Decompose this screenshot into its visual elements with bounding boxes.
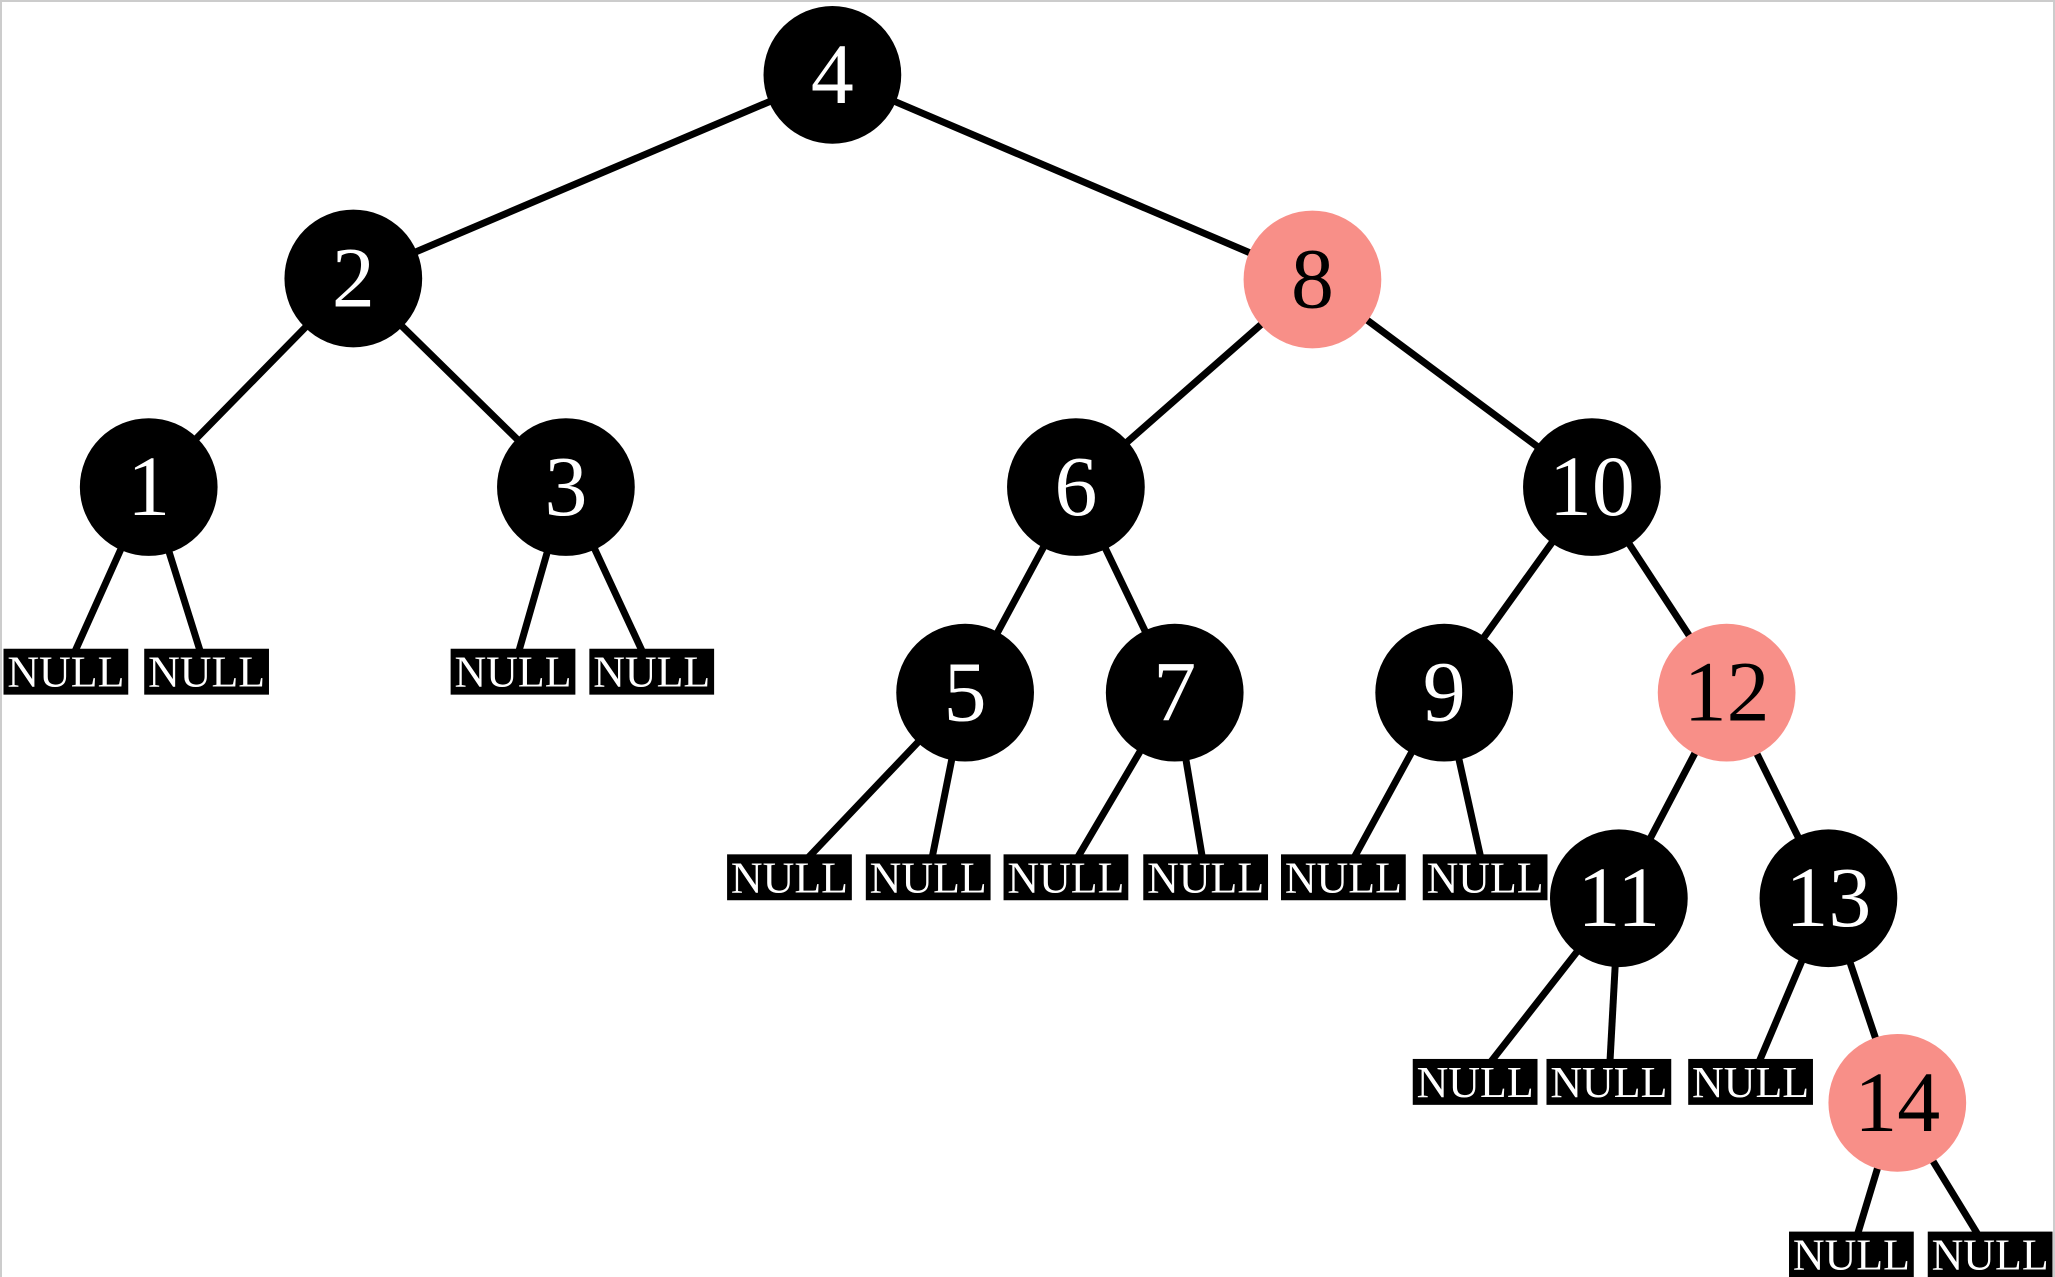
null-box xyxy=(1422,854,1548,901)
node-circle-red xyxy=(1657,623,1796,762)
node-label: 7 xyxy=(1153,645,1196,740)
node-circle-black xyxy=(1375,623,1514,762)
tree-node-4: 4 xyxy=(763,5,902,144)
node-circle-black xyxy=(284,209,423,348)
node-circle-black xyxy=(79,418,218,556)
node-label: 12 xyxy=(1684,645,1770,740)
null-box xyxy=(1789,1231,1914,1277)
node-label: 1 xyxy=(127,439,170,534)
node-label: 14 xyxy=(1854,1055,1940,1150)
node-circle-black xyxy=(896,623,1034,762)
null-box xyxy=(1003,854,1129,901)
tree-node-8: 8 xyxy=(1243,210,1382,349)
node-label: 13 xyxy=(1786,850,1872,945)
null-leaf-N7: NULL xyxy=(1003,854,1129,902)
tree-node-3: 3 xyxy=(497,418,635,556)
null-box xyxy=(1281,854,1406,901)
null-box xyxy=(1412,1058,1538,1105)
node-circle-black xyxy=(1105,623,1244,762)
null-leaf-N13: NULL xyxy=(1688,1059,1813,1107)
tree-node-13: 13 xyxy=(1759,829,1898,968)
null-label: NULL xyxy=(1692,1059,1809,1107)
node-circle-black xyxy=(1523,418,1661,556)
tree-node-10: 10 xyxy=(1523,418,1661,556)
null-label: NULL xyxy=(731,854,848,902)
tree-node-6: 6 xyxy=(1007,418,1145,556)
null-box xyxy=(450,648,576,695)
node-label: 2 xyxy=(332,230,375,325)
null-box xyxy=(144,648,269,695)
null-label: NULL xyxy=(148,649,265,697)
node-label: 4 xyxy=(811,27,854,122)
node-label: 3 xyxy=(544,439,587,534)
node-label: 11 xyxy=(1578,850,1661,945)
null-label: NULL xyxy=(1793,1232,1910,1277)
null-label: NULL xyxy=(1285,854,1402,902)
null-leaf-N4: NULL xyxy=(589,648,715,697)
edge-4-2 xyxy=(351,71,834,282)
tree-node-2: 2 xyxy=(284,209,423,348)
node-circle-red xyxy=(1243,210,1382,349)
null-leaf-N11: NULL xyxy=(1412,1058,1538,1107)
null-leaf-N10: NULL xyxy=(1422,854,1548,902)
null-leaf-N14: NULL xyxy=(1789,1232,1914,1277)
null-box xyxy=(865,854,991,901)
node-label: 6 xyxy=(1054,439,1097,534)
null-label: NULL xyxy=(7,649,124,697)
tree-node-1: 1 xyxy=(79,418,218,556)
null-leaf-N9: NULL xyxy=(1281,854,1406,902)
tree-node-9: 9 xyxy=(1375,623,1514,762)
tree-node-11: 11 xyxy=(1549,829,1688,968)
tree-node-12: 12 xyxy=(1657,623,1796,762)
null-leaf-N8: NULL xyxy=(1143,854,1269,902)
null-label: NULL xyxy=(593,649,710,697)
null-leaf-N3: NULL xyxy=(450,648,576,697)
null-label: NULL xyxy=(1147,854,1264,902)
null-leaf-N15: NULL xyxy=(1927,1231,2053,1277)
null-leaf-N1: NULL xyxy=(3,648,129,697)
tree-node-7: 7 xyxy=(1105,623,1244,762)
null-leaves-layer: NULL NULL NULL NULL NULL NULL NULL NULL NULL NULL… xyxy=(3,648,2053,1277)
null-box xyxy=(1143,854,1269,901)
node-circle-red xyxy=(1828,1033,1967,1172)
tree-node-14: 14 xyxy=(1828,1033,1967,1172)
null-box xyxy=(727,854,852,901)
node-label: 8 xyxy=(1291,231,1334,326)
null-label: NULL xyxy=(1427,854,1544,902)
node-circle-black xyxy=(1549,829,1688,968)
tree-node-5: 5 xyxy=(896,623,1034,762)
null-leaf-N12: NULL xyxy=(1546,1058,1672,1107)
null-leaf-N6: NULL xyxy=(865,854,991,902)
null-box xyxy=(1927,1231,2053,1277)
null-label: NULL xyxy=(1417,1059,1534,1107)
node-label: 9 xyxy=(1423,645,1466,740)
node-circle-black xyxy=(497,418,635,556)
node-circle-black xyxy=(763,5,902,144)
null-label: NULL xyxy=(1932,1232,2049,1277)
node-circle-black xyxy=(1007,418,1145,556)
node-label: 5 xyxy=(944,645,987,740)
edge-4-8 xyxy=(831,71,1314,283)
null-box xyxy=(589,648,715,695)
null-label: NULL xyxy=(1007,854,1124,902)
null-label: NULL xyxy=(870,854,987,902)
null-box xyxy=(1546,1058,1672,1105)
null-box xyxy=(1688,1058,1813,1105)
node-circle-black xyxy=(1759,829,1898,968)
node-label: 10 xyxy=(1549,439,1635,534)
null-box xyxy=(3,648,129,695)
null-label: NULL xyxy=(1550,1059,1667,1107)
null-label: NULL xyxy=(454,649,571,697)
null-leaf-N2: NULL xyxy=(144,649,269,697)
null-leaf-N5: NULL xyxy=(727,854,852,902)
